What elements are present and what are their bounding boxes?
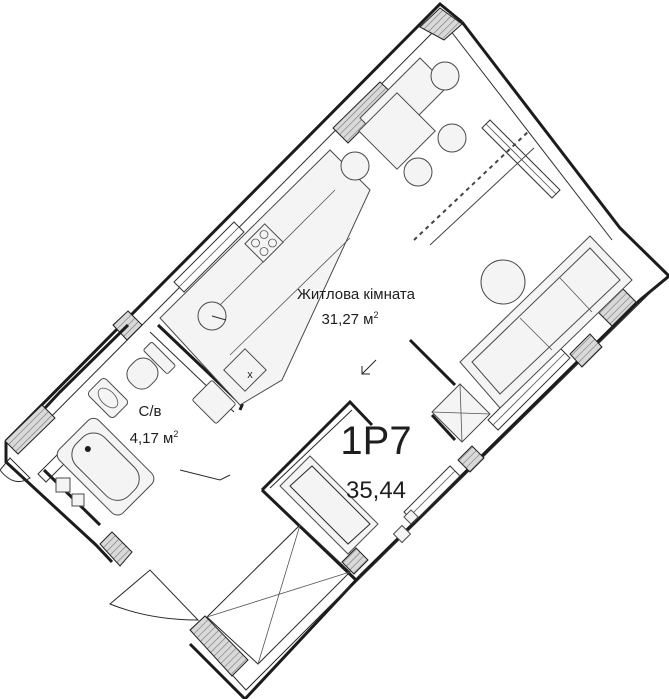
hood-mark: x xyxy=(247,369,253,381)
bathroom-label: С/в 4,17 м2 xyxy=(130,403,179,447)
bathroom-fixtures xyxy=(55,342,236,516)
entrance-arrow xyxy=(361,359,377,375)
dining-set xyxy=(340,57,467,187)
living-room-area-power: 2 xyxy=(374,310,379,320)
doors xyxy=(0,457,231,621)
living-furniture xyxy=(459,235,633,409)
exterior-walls xyxy=(4,1,669,699)
bathroom-area: 4,17 м2 xyxy=(130,429,179,447)
living-room-name: Житлова кімната xyxy=(297,286,416,303)
living-room-area-value: 31,27 м xyxy=(321,311,373,328)
living-room-label: Житлова кімната 31,27 м2 xyxy=(297,286,416,328)
entry-furniture xyxy=(279,383,491,555)
bathroom-area-power: 2 xyxy=(173,429,178,439)
unit-label: 1Р7 35,44 xyxy=(340,419,411,504)
track-light xyxy=(413,129,535,246)
windows xyxy=(37,119,571,523)
bathroom-name: С/в xyxy=(139,403,162,420)
unit-code: 1Р7 xyxy=(340,419,411,463)
kitchen xyxy=(159,149,371,406)
structural-columns xyxy=(4,7,637,677)
bathroom-area-value: 4,17 м xyxy=(130,430,174,447)
living-room-area: 31,27 м2 xyxy=(321,310,378,328)
unit-total-area: 35,44 xyxy=(346,477,406,504)
